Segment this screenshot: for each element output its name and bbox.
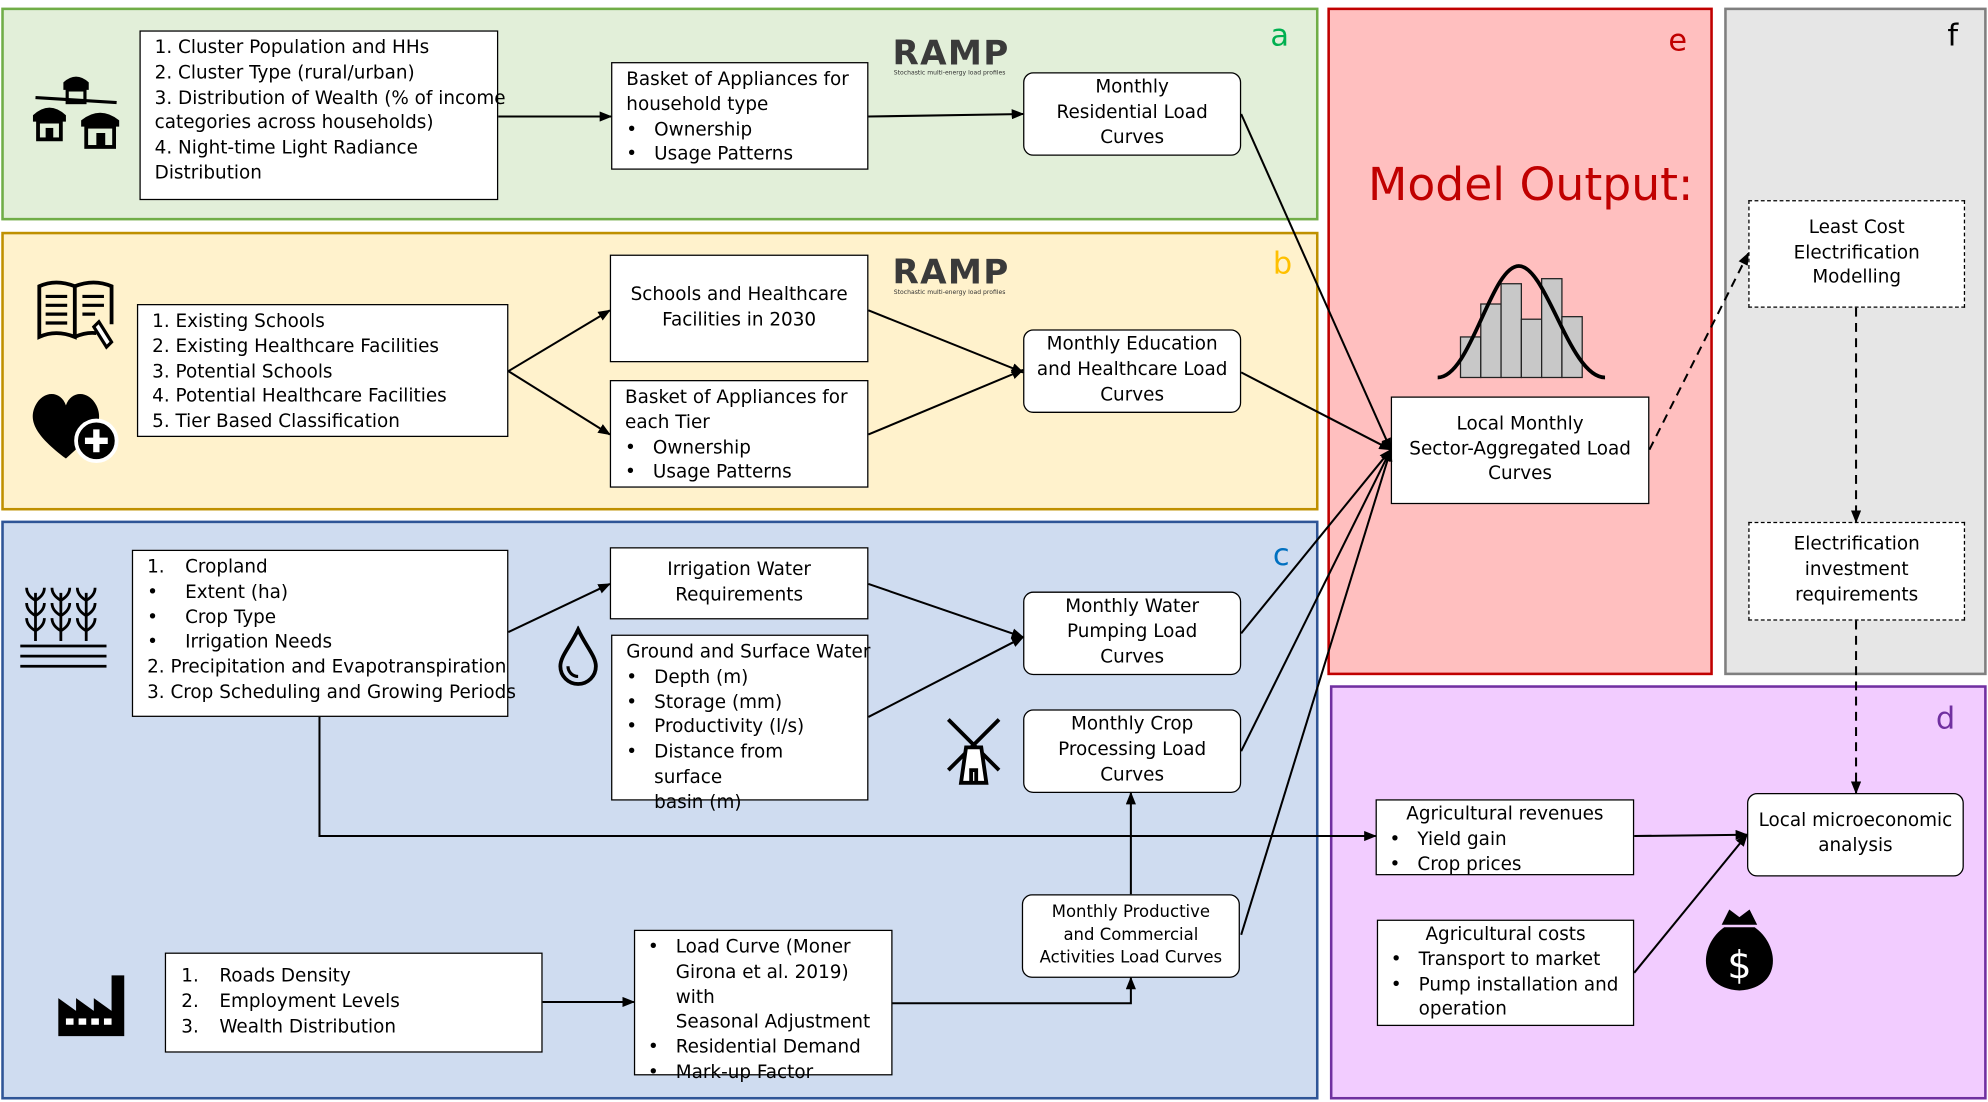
agricultural-costs-box: Agricultural costs •Transport to market … xyxy=(1376,919,1635,1027)
cropland-inputs-box: 1.Cropland •Extent (ha) •Crop Type •Irri… xyxy=(131,549,516,717)
model-output-title: Model Output: xyxy=(1367,159,1694,212)
crops-icon xyxy=(20,587,107,668)
panel-d-label: d xyxy=(1935,700,1956,736)
book-icon xyxy=(37,280,114,350)
windmill-icon xyxy=(946,718,1001,785)
water-drop-icon xyxy=(558,625,598,686)
panel-f-label: f xyxy=(1947,17,1959,54)
bell-curve-histogram-icon xyxy=(1437,264,1606,380)
panel-e-label: e xyxy=(1668,22,1688,59)
factory-icon xyxy=(58,975,125,1037)
panel-d-microeconomic xyxy=(1329,685,1987,1100)
roads-employment-inputs-box: 1.Roads Density 2.Employment Levels 3.We… xyxy=(164,952,543,1053)
panel-a-label: a xyxy=(1270,17,1289,54)
heart-plus-icon xyxy=(32,393,119,463)
agricultural-revenues-box: Agricultural revenues •Yield gain •Crop … xyxy=(1375,799,1635,876)
load-curve-adjustment-box: •Load Curve (Moner Girona et al. 2019) w… xyxy=(633,929,893,1083)
svg-text:$: $ xyxy=(1727,943,1751,987)
ground-surface-water-box: Ground and Surface Water •Depth (m) •Sto… xyxy=(611,634,870,813)
village-icon xyxy=(32,76,120,149)
panel-c-label: c xyxy=(1272,537,1290,573)
panel-b-label: b xyxy=(1272,245,1293,282)
money-bag-icon: $ xyxy=(1705,909,1773,991)
